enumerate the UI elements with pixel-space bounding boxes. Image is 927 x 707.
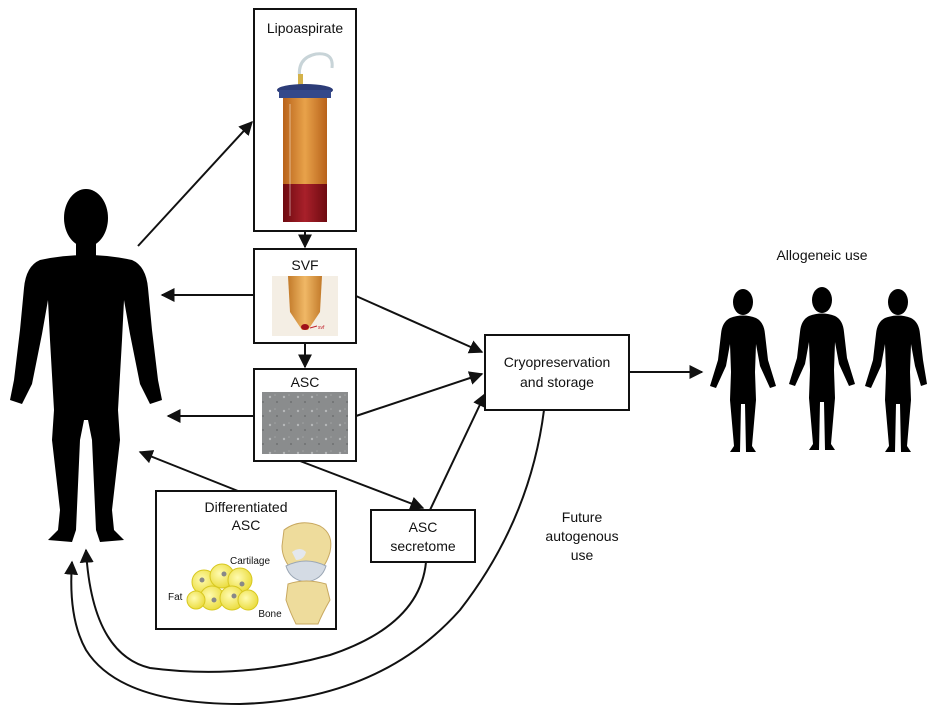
allogeneic-silhouette-3 <box>865 289 927 452</box>
svf-box: SVF svf <box>253 248 357 344</box>
allogeneic-silhouette-2 <box>789 287 855 450</box>
cryo-line2: and storage <box>520 374 594 390</box>
cryopreservation-box: Cryopreservation and storage <box>484 334 630 411</box>
arrows <box>64 120 704 706</box>
svf-title: SVF <box>291 257 318 273</box>
lipoaspirate-canister-image <box>277 52 334 222</box>
fat-cells-image <box>186 563 259 611</box>
lipoaspirate-box: Lipoaspirate <box>253 8 357 232</box>
asc-secretome-box: ASC secretome <box>370 509 476 563</box>
asc-micrograph-image <box>262 392 348 454</box>
patient-silhouette <box>10 189 162 542</box>
arrow-secretome-to-patient <box>79 548 427 673</box>
cartilage-label: Cartilage <box>230 556 270 567</box>
arrow-asc-to-secretome <box>299 460 425 511</box>
cryo-line1: Cryopreservation <box>504 354 611 370</box>
knee-joint-image <box>281 522 332 625</box>
arrow-secretome-to-cryo <box>429 392 486 511</box>
secretome-line1: ASC <box>409 519 438 535</box>
future-line3: use <box>571 547 594 563</box>
asc-box: ASC <box>253 368 357 462</box>
arrow-asc-to-cryo <box>355 371 484 417</box>
bone-label: Bone <box>258 609 282 620</box>
arrow-differentiated-to-patient <box>138 450 239 492</box>
differentiated-title-line1: Differentiated <box>204 499 287 515</box>
arrow-svf-to-cryo <box>355 295 484 354</box>
future-autogenous-label: Future autogenous use <box>545 509 618 563</box>
differentiated-asc-box: Differentiated ASC Cartilage Fat Bone <box>155 490 337 630</box>
allogeneic-label: Allogeneic use <box>776 247 867 263</box>
allogeneic-silhouette-1 <box>710 289 776 452</box>
differentiated-title-line2: ASC <box>232 517 261 533</box>
arrow-cryo-future-to-patient <box>64 409 545 706</box>
svf-tube-image: svf <box>272 276 338 336</box>
secretome-line2: secretome <box>390 538 456 554</box>
svf-tube-label: svf <box>318 325 325 331</box>
arrow-patient-to-lipoaspirate <box>137 120 253 247</box>
future-line2: autogenous <box>545 528 618 544</box>
future-line1: Future <box>562 509 603 525</box>
asc-title: ASC <box>291 374 320 390</box>
fat-label: Fat <box>168 592 183 603</box>
lipoaspirate-title: Lipoaspirate <box>267 20 343 36</box>
